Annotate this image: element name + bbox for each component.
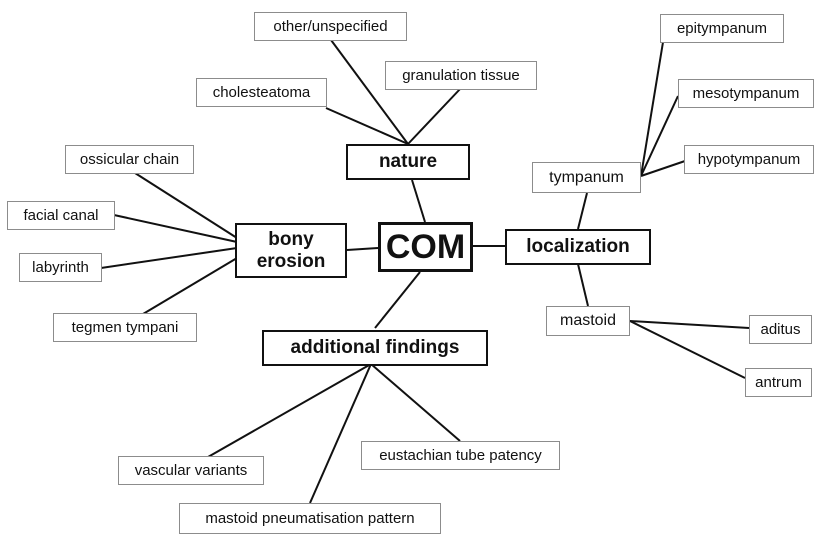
granulation-tissue-node: granulation tissue xyxy=(385,61,537,90)
ossicular-chain-node: ossicular chain xyxy=(65,145,194,174)
edge-tympanum-epitympanum xyxy=(640,29,666,177)
edge-com-bony xyxy=(346,247,379,251)
edge-nature-other xyxy=(330,39,409,145)
localization-node: localization xyxy=(505,229,651,265)
nature-node: nature xyxy=(346,144,470,180)
vascular-variants-node: vascular variants xyxy=(118,456,264,485)
edge-localization-mastoid xyxy=(577,263,589,307)
eustachian-tube-patency-node: eustachian tube patency xyxy=(361,441,560,470)
edge-bony-ossicular xyxy=(134,172,238,239)
additional-findings-node: additional findings xyxy=(262,330,488,366)
edge-tympanum-hypotympanum xyxy=(640,160,686,177)
aditus-node: aditus xyxy=(749,315,812,344)
edge-nature-cholesteatoma xyxy=(325,107,409,145)
mastoid-pneumatisation-pattern-node: mastoid pneumatisation pattern xyxy=(179,503,441,534)
bony-erosion-line2: erosion xyxy=(256,250,326,272)
edge-mastoid-antrum xyxy=(629,320,746,379)
edge-bony-facial xyxy=(113,214,238,243)
facial-canal-node: facial canal xyxy=(7,201,115,230)
edge-tympanum-mesotympanum xyxy=(640,95,679,177)
edge-bony-labyrinth xyxy=(100,247,238,269)
tegmen-tympani-node: tegmen tympani xyxy=(53,313,197,342)
hypotympanum-node: hypotympanum xyxy=(684,145,814,174)
edge-additional-eustachian xyxy=(370,363,461,442)
cholesteatoma-node: cholesteatoma xyxy=(196,78,327,107)
edge-com-nature xyxy=(411,179,426,223)
edge-nature-granulation xyxy=(407,87,462,145)
edge-additional-vascular xyxy=(207,363,372,458)
antrum-node: antrum xyxy=(745,368,812,397)
mastoid-node: mastoid xyxy=(546,306,630,336)
other-unspecified-node: other/unspecified xyxy=(254,12,407,41)
bony-erosion-node: bony erosion xyxy=(235,223,347,278)
mesotympanum-node: mesotympanum xyxy=(678,79,814,108)
bony-erosion-line1: bony xyxy=(268,228,314,250)
edge-mastoid-aditus xyxy=(629,320,750,329)
edge-additional-pneumatisation xyxy=(309,363,372,504)
com-node: COM xyxy=(378,222,473,272)
epitympanum-node: epitympanum xyxy=(660,14,784,43)
labyrinth-node: labyrinth xyxy=(19,253,102,282)
edge-bony-tegmen xyxy=(142,257,238,315)
edge-localization-tympanum xyxy=(577,192,588,230)
tympanum-node: tympanum xyxy=(532,162,641,193)
edge-com-additional xyxy=(374,271,421,329)
